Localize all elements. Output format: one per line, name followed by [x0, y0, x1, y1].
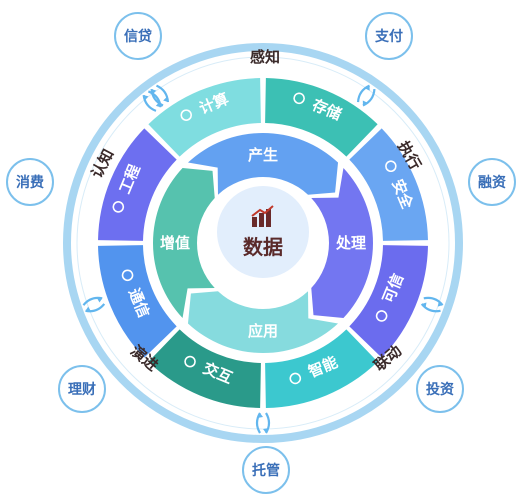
ring-arrow-icon: [82, 296, 106, 313]
bubble-wealth: 理财: [58, 365, 106, 413]
cycle-arrow-produce: [187, 132, 339, 195]
ring-arrow-icon: [142, 90, 162, 112]
segment-storage: [265, 78, 378, 157]
ring-arrow-icon: [356, 84, 376, 107]
center-circle: [217, 186, 309, 278]
cycle-arrow-apply: [187, 291, 339, 353]
gear-icon: [112, 201, 125, 213]
segment-security: [349, 128, 428, 241]
segment-communication: [98, 245, 177, 358]
cycle-arrow-process: [311, 167, 373, 319]
cycle-label-produce: 产生: [248, 146, 278, 164]
signal-icon: [121, 269, 134, 282]
interact-icon: [184, 355, 196, 368]
bubble-label-financing: 融资: [478, 174, 506, 191]
outer-ring: [63, 43, 463, 443]
bubble-consumption: 消费: [6, 158, 54, 206]
segment-interaction: [148, 329, 261, 408]
ring-arrow-icon: [255, 412, 271, 434]
bubble-financing: 融资: [468, 158, 516, 206]
ai-icon: [289, 372, 302, 385]
bubble-label-custody: 托管: [252, 462, 280, 479]
cycle-arrow-grow: [153, 167, 215, 319]
segment-engineering: [98, 128, 177, 241]
cycle-label-process: 处理: [335, 234, 366, 252]
bubble-investment: 投资: [416, 365, 464, 413]
segment-compute: [148, 78, 261, 157]
segment-intelligent: [265, 329, 378, 408]
bubble-label-credit: 信贷: [124, 28, 152, 45]
bar-chart-icon: [251, 205, 274, 227]
ring-arrows: [82, 84, 444, 434]
bubble-label-payment: 支付: [374, 28, 403, 45]
bubble-label-wealth: 理财: [68, 381, 96, 398]
bubble-payment: 支付: [365, 12, 413, 60]
trust-icon: [375, 310, 388, 322]
segment-trusted: [349, 245, 428, 358]
compute-icon: [180, 109, 193, 121]
cycle-label-apply: 应用: [248, 322, 278, 340]
bubble-label-investment: 投资: [426, 381, 454, 398]
shield-icon: [385, 160, 397, 173]
storage-icon: [293, 92, 305, 105]
bubble-custody: 托管: [242, 446, 290, 494]
center-label: 数据: [243, 235, 283, 259]
ring-arrow-icon: [420, 296, 444, 313]
bubble-label-consumption: 消费: [16, 174, 44, 191]
ring-label-perceive: 感知: [250, 48, 280, 66]
bubble-credit: 信贷: [114, 12, 162, 60]
cycle-label-grow: 增值: [160, 234, 190, 252]
